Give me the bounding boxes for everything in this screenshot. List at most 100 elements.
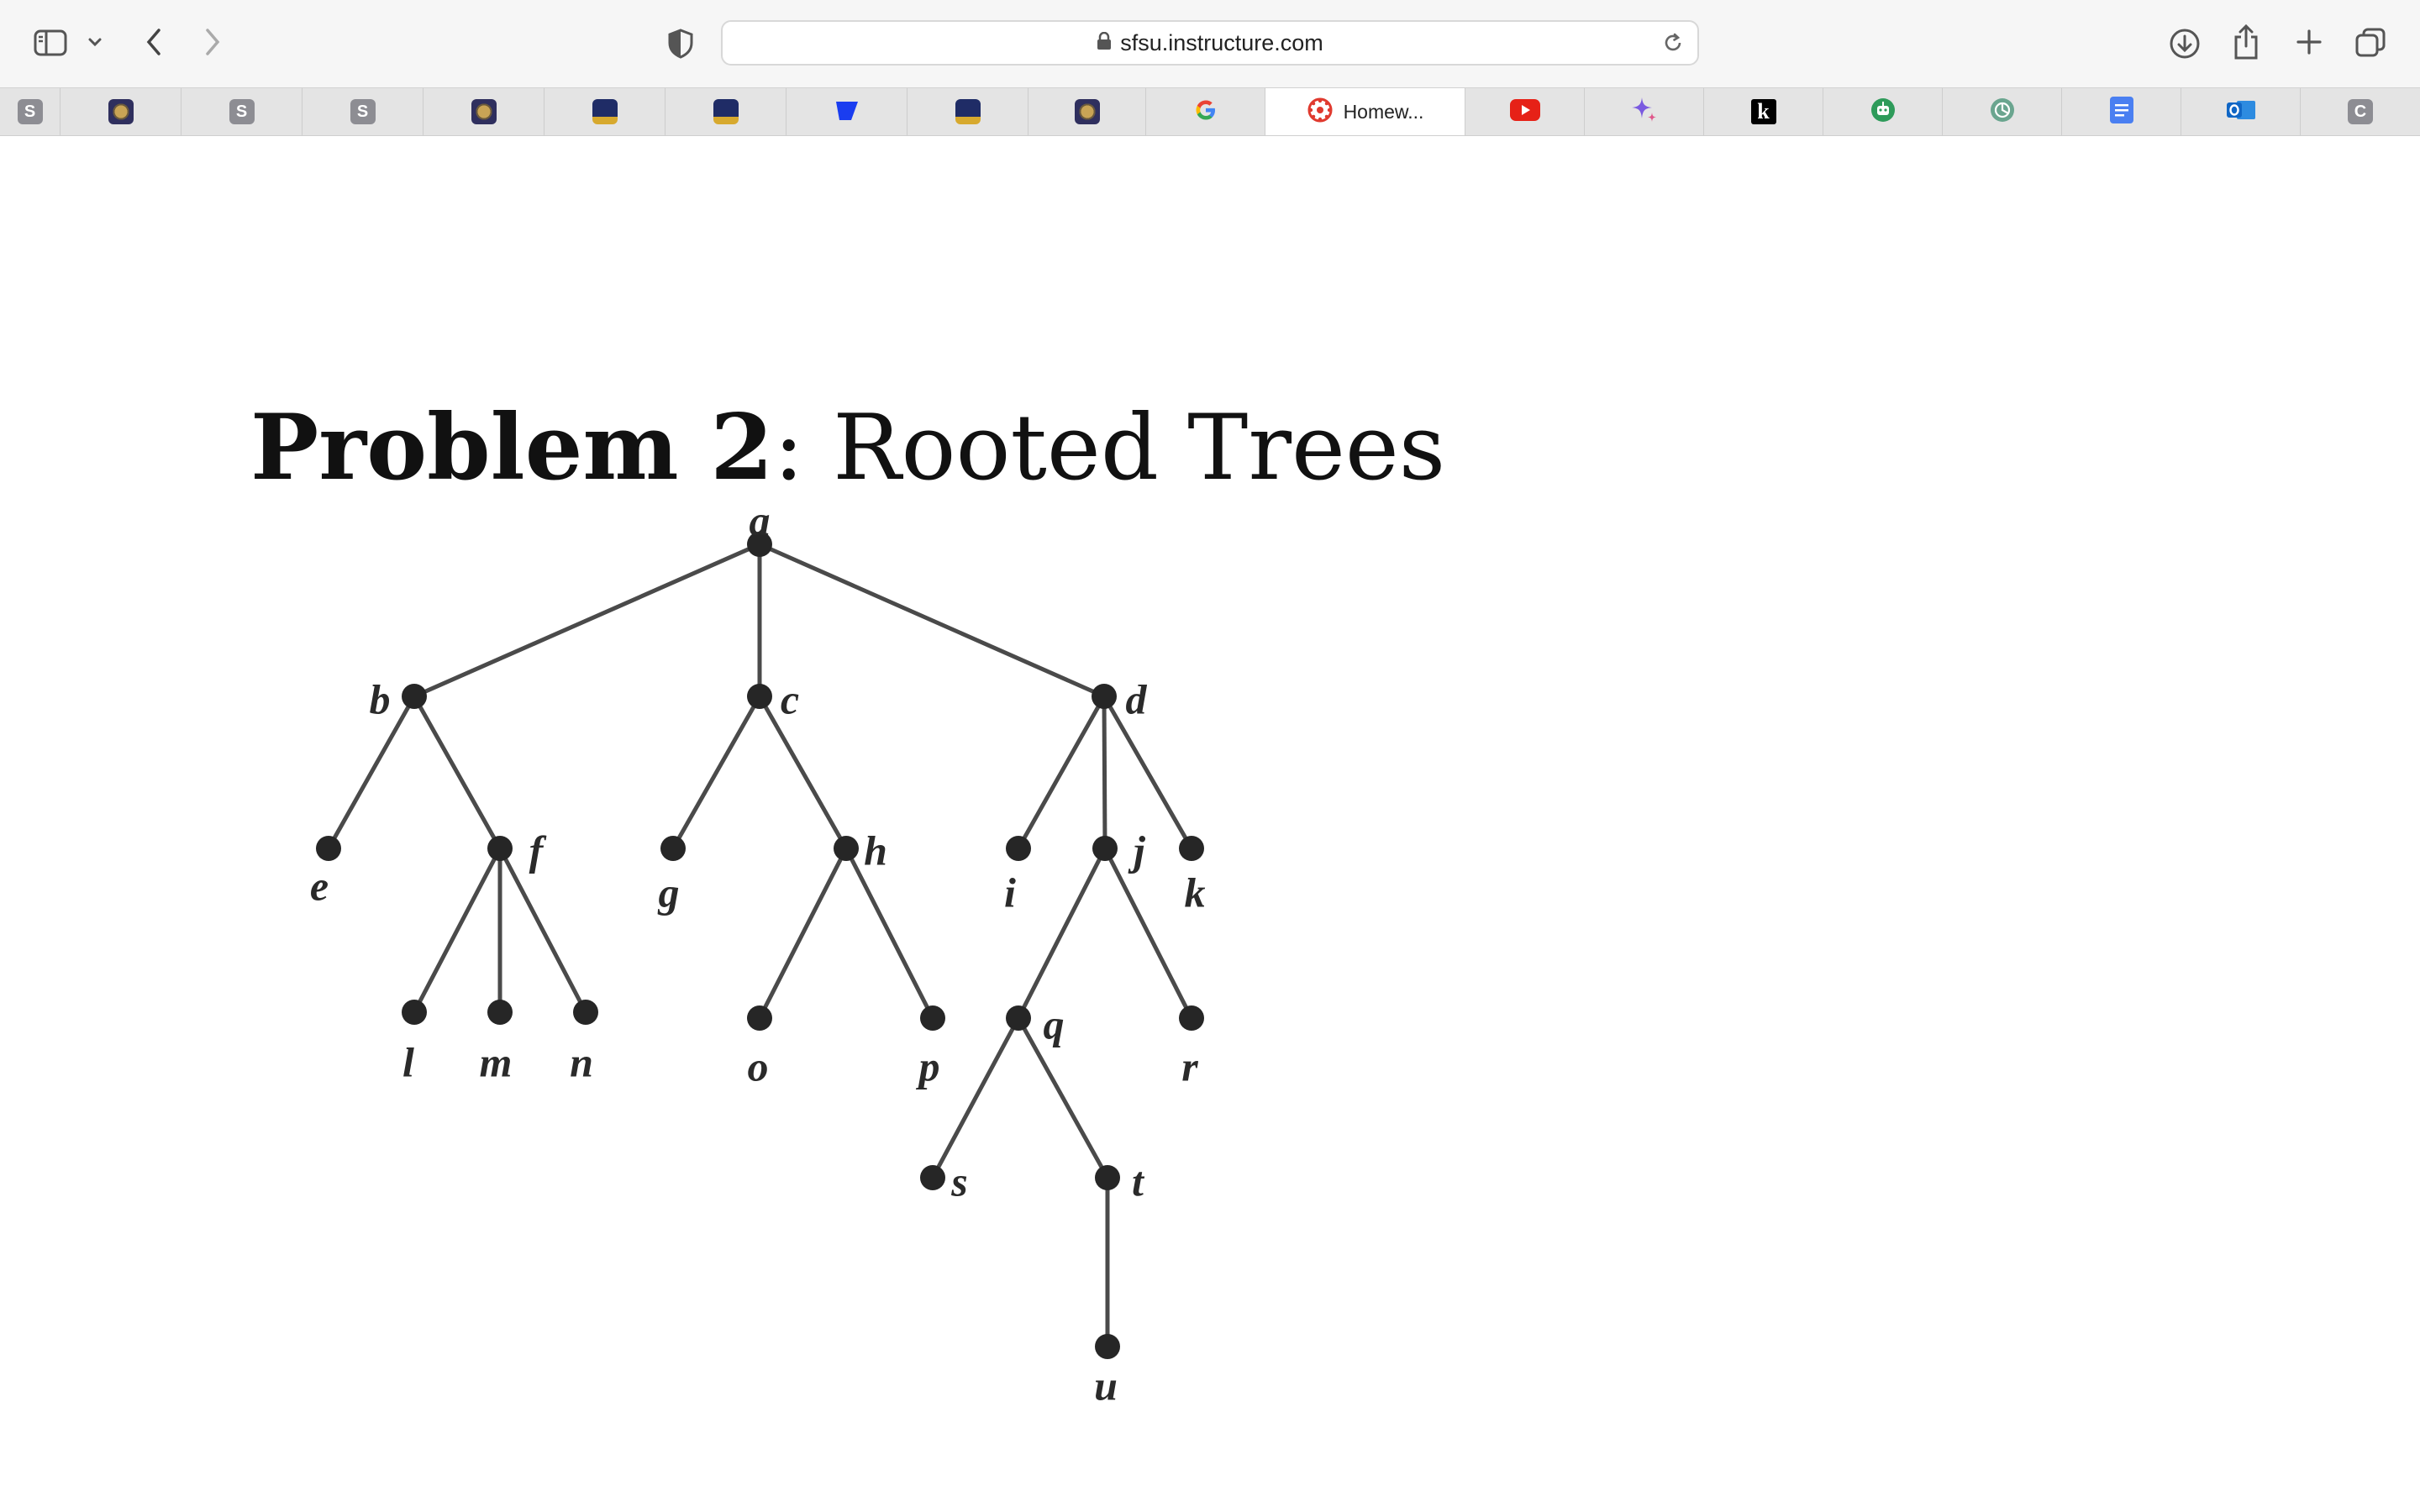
tree-node-a (747, 532, 772, 557)
chatgpt-icon (1990, 97, 2015, 127)
tree-node-label-q: q (1044, 1000, 1065, 1047)
tree-edge-a-d (758, 542, 1106, 699)
lock-icon (1097, 22, 1112, 64)
tree-node-b (402, 684, 427, 709)
tree-node-label-e: e (310, 862, 329, 909)
tree-node-h (834, 836, 859, 861)
tree-node-label-a: a (750, 496, 771, 543)
tree-node-label-h: h (864, 827, 887, 874)
tree-node-label-n: n (570, 1038, 593, 1085)
tab-item[interactable] (666, 88, 786, 135)
sun-icon (713, 99, 739, 124)
tab-bar: S S S Homew... k C (0, 87, 2420, 136)
tree-node-g (660, 836, 686, 861)
new-tab-icon[interactable] (2292, 25, 2326, 59)
tree-node-label-f: f (529, 827, 547, 874)
tree-edge-f-n (497, 847, 588, 1014)
tab-item[interactable] (908, 88, 1028, 135)
tab-item-active[interactable]: Homew... (1265, 88, 1465, 135)
tree-node-t (1095, 1165, 1120, 1190)
tree-edge-h-o (757, 847, 849, 1020)
sparkle-icon (1630, 96, 1659, 129)
tab-item[interactable]: C (2301, 88, 2420, 135)
tree-node-label-s: s (950, 1158, 967, 1205)
address-bar[interactable]: sfsu.instructure.com (721, 20, 1699, 66)
blue-flag-icon (834, 98, 860, 126)
browser-toolbar: sfsu.instructure.com (0, 0, 2420, 87)
tree-edge-c-h (757, 695, 849, 850)
s-icon: S (229, 99, 255, 124)
problem-title: Problem 2: Rooted Trees (250, 395, 1445, 501)
downloads-icon[interactable] (2166, 25, 2203, 62)
tree-node-label-j: j (1128, 827, 1146, 874)
tree-node-q (1006, 1005, 1031, 1031)
tree-edge-d-k (1102, 695, 1194, 850)
tree-edge-f-l (412, 847, 502, 1014)
tree-node-p (920, 1005, 945, 1031)
tree-node-i (1006, 836, 1031, 861)
tree-node-label-g: g (658, 869, 680, 916)
tab-item[interactable] (2181, 88, 2301, 135)
tree-edge-q-t (1016, 1016, 1110, 1179)
tree-node-label-t: t (1132, 1158, 1145, 1205)
forward-icon[interactable] (200, 25, 225, 59)
tab-item[interactable] (1465, 88, 1585, 135)
tree-edge-d-j (1102, 696, 1107, 849)
tab-item[interactable] (1146, 88, 1265, 135)
tree-node-n (573, 1000, 598, 1025)
back-icon[interactable] (141, 25, 166, 59)
tab-item[interactable]: k (1704, 88, 1823, 135)
robot-icon (1870, 97, 1896, 127)
seal-icon (471, 99, 497, 124)
tree-edge-q-s (930, 1016, 1021, 1179)
reload-icon[interactable] (1662, 32, 1686, 55)
tab-overview-icon[interactable] (2353, 25, 2388, 60)
tree-edge-a-b (413, 542, 761, 699)
tab-item[interactable] (544, 88, 666, 135)
tree-node-label-l: l (402, 1038, 414, 1085)
outlook-icon (2226, 97, 2255, 127)
tree-node-c (747, 684, 772, 709)
tree-node-s (920, 1165, 945, 1190)
share-icon[interactable] (2229, 22, 2263, 62)
canvas-icon (1307, 97, 1334, 128)
tree-edge-b-e (326, 695, 417, 850)
sun-icon (592, 99, 618, 124)
tab-item[interactable] (424, 88, 544, 135)
tab-item[interactable] (1823, 88, 1943, 135)
tab-item[interactable] (786, 88, 908, 135)
url-text: sfsu.instructure.com (1120, 30, 1323, 55)
tab-item[interactable] (2062, 88, 2181, 135)
tree-node-label-r: r (1181, 1042, 1198, 1089)
problem-number: Problem 2 (250, 395, 774, 501)
privacy-shield-icon[interactable] (664, 27, 697, 60)
tab-item[interactable] (1585, 88, 1704, 135)
tab-item[interactable] (1028, 88, 1146, 135)
tree-node-label-o: o (748, 1042, 769, 1089)
tree-node-label-m: m (480, 1038, 513, 1085)
tab-item[interactable]: S (302, 88, 424, 135)
c-icon: C (2348, 99, 2373, 124)
tab-item[interactable]: S (182, 88, 302, 135)
tree-node-k (1179, 836, 1204, 861)
problem-topic: : Rooted Trees (773, 396, 1446, 501)
tree-node-label-i: i (1004, 869, 1016, 916)
tab-item[interactable] (60, 88, 182, 135)
tree-edge-b-f (412, 695, 502, 850)
s-icon: S (17, 99, 43, 124)
tree-edge-j-q (1016, 847, 1107, 1020)
chevron-down-icon[interactable] (86, 32, 104, 52)
tree-node-label-d: d (1126, 675, 1148, 722)
seal-icon (108, 99, 134, 124)
google-icon (1193, 97, 1218, 127)
youtube-icon (1509, 98, 1540, 125)
sun-icon (955, 99, 981, 124)
tab-item[interactable]: S (0, 88, 60, 135)
tree-node-f (487, 836, 513, 861)
sidebar-toggle-icon[interactable] (32, 27, 69, 59)
tab-title: Homew... (1343, 100, 1424, 123)
s-icon: S (350, 99, 376, 124)
tree-node-label-u: u (1094, 1362, 1118, 1409)
tab-item[interactable] (1943, 88, 2062, 135)
